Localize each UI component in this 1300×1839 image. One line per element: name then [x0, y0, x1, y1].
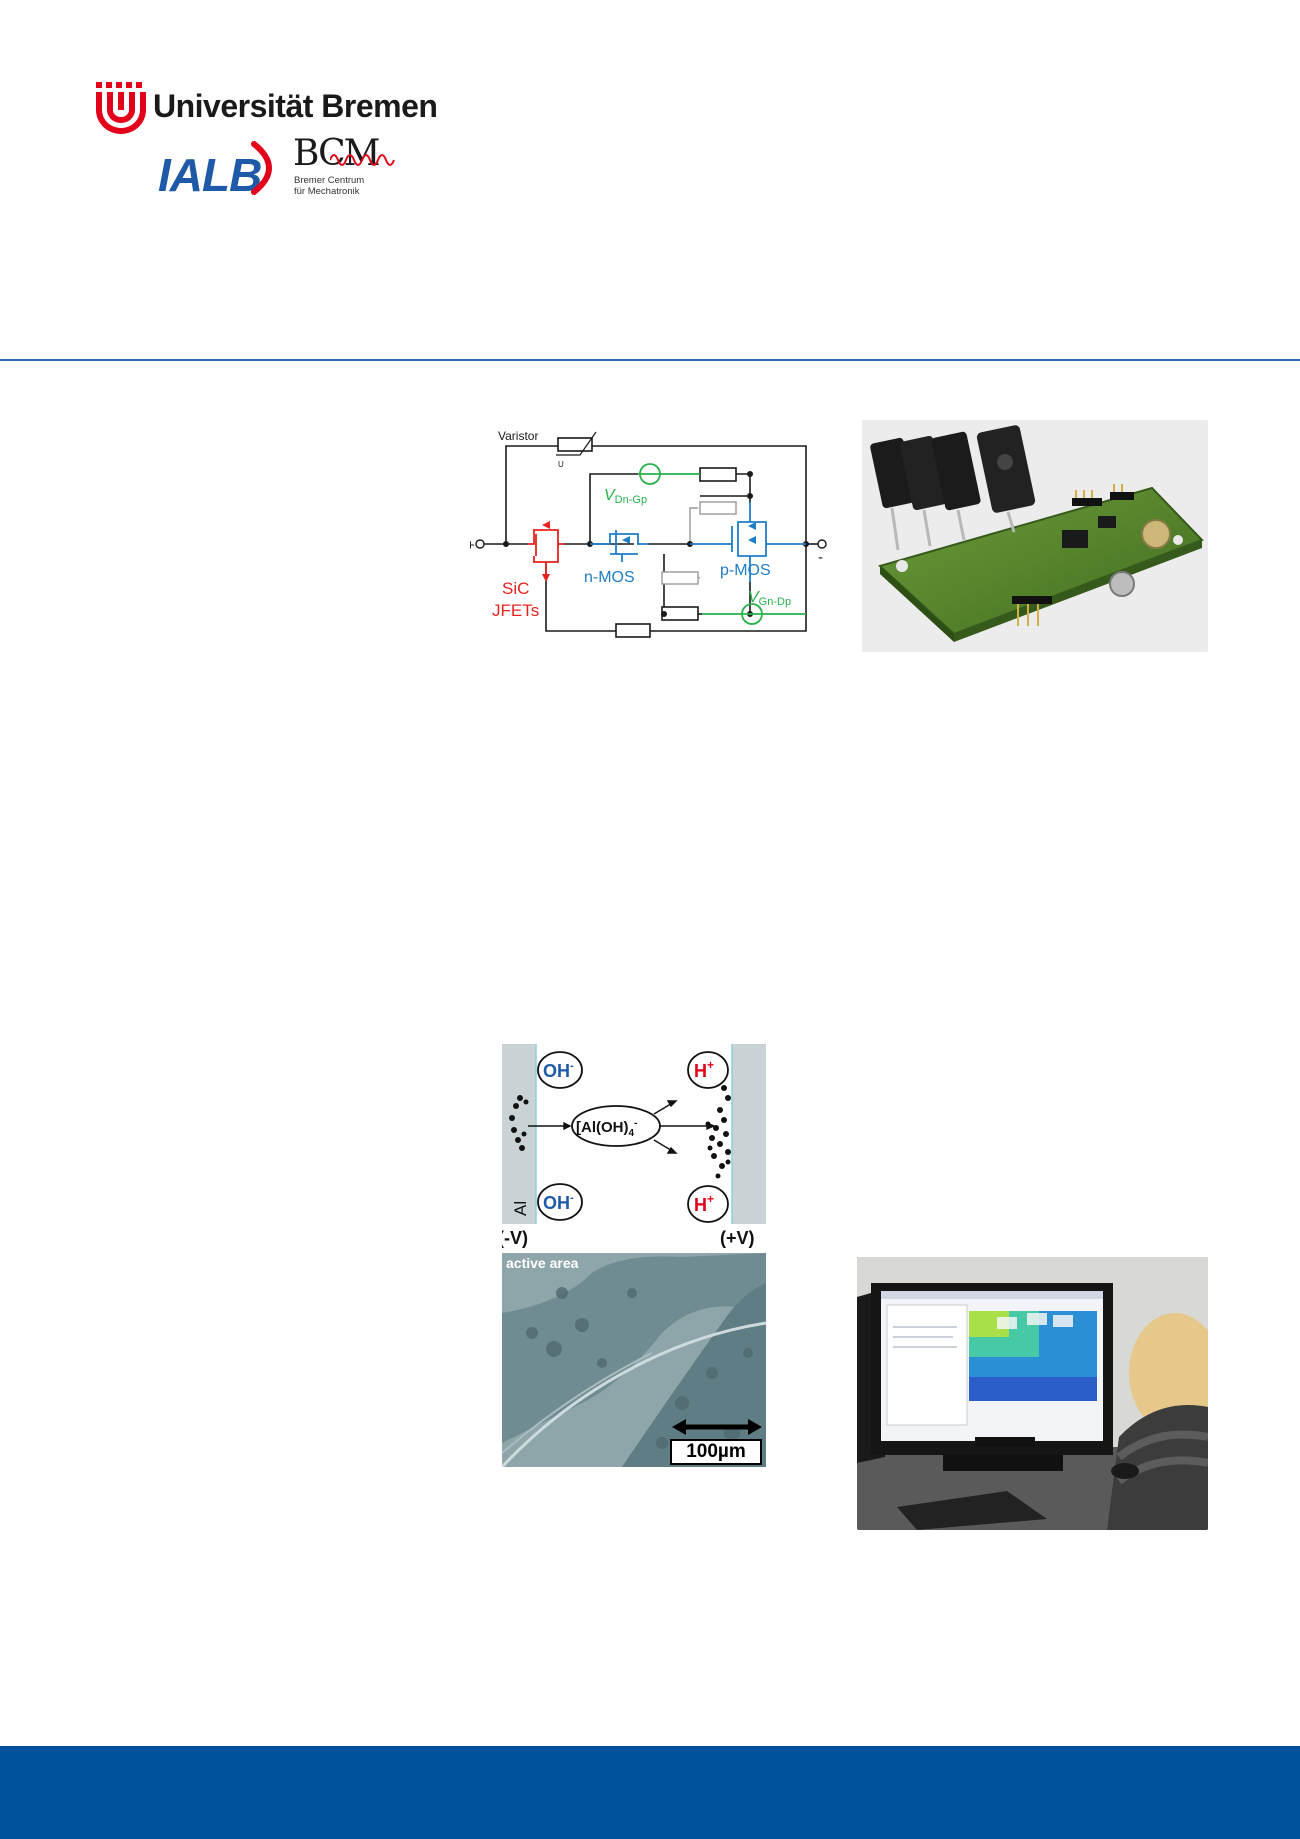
sic-label: SiC — [502, 579, 529, 598]
varistor-label: Varistor — [498, 429, 538, 443]
resistor-grey-upper — [699, 501, 737, 515]
resistor-top — [699, 467, 737, 482]
positive-electrode-label: (+V) — [720, 1228, 755, 1248]
active-area-label: active area — [506, 1255, 579, 1271]
aluminate-complex: [Al(OH)4- — [571, 1105, 661, 1147]
electrochemistry-diagram: OH- H+ OH- H+ [Al(OH)4- Al (-V) (+V) — [502, 1044, 766, 1248]
bcm-subtitle: Bremer Centrum für Mechatronik — [294, 175, 365, 197]
workstation-photo — [857, 1257, 1208, 1530]
workstation-illustration — [857, 1257, 1208, 1530]
svg-text:[Al(OH)4-: [Al(OH)4- — [576, 1118, 637, 1139]
microscope-texture — [502, 1253, 766, 1467]
pcb-illustration — [870, 425, 1204, 642]
microscope-image: active area 100µm — [502, 1253, 766, 1467]
footer-band — [0, 1746, 1300, 1839]
header-logos: Universität Bremen IALB BCM Bremer Centr… — [0, 0, 1300, 360]
resistor-bottom — [615, 623, 651, 638]
plus-terminal: + — [470, 537, 475, 554]
nmos-label: n-MOS — [584, 569, 635, 586]
svg-text:OH-: OH- — [543, 1192, 574, 1213]
u-mark: U — [558, 460, 564, 469]
scale-bar-label: 100µm — [670, 1439, 762, 1465]
v-gn-dp-label: VGn-Dp — [748, 589, 791, 608]
circuit-diagram: Varistor U + - SiC JFETs n-MOS — [470, 429, 827, 638]
varistor-resistor — [557, 437, 593, 452]
svg-text:H+: H+ — [694, 1192, 714, 1215]
al-label: Al — [511, 1201, 530, 1216]
resistor-grey-lower — [661, 571, 699, 585]
h-ion-bottom: H+ — [687, 1185, 729, 1223]
minus-terminal: - — [818, 549, 823, 566]
resistor-mid — [661, 606, 699, 621]
h-ion-top: H+ — [687, 1051, 729, 1089]
oh-ion-top: OH- — [537, 1051, 583, 1089]
svg-text:OH-: OH- — [543, 1060, 574, 1081]
deposit-particles — [509, 1085, 731, 1179]
university-name: Universität Bremen — [153, 88, 438, 124]
transistor-packages — [870, 425, 1036, 551]
jfets-label: JFETs — [492, 601, 539, 620]
ialb-logo-text: IALB — [158, 149, 262, 201]
oh-ion-bottom: OH- — [537, 1183, 583, 1221]
header-divider — [0, 359, 1300, 361]
bcm-logo-text: BCM — [293, 133, 381, 174]
pcb-photo — [862, 420, 1208, 652]
v-dn-gp-label: VDn-Gp — [604, 487, 647, 506]
svg-text:H+: H+ — [694, 1058, 714, 1081]
ialb-red-arc-icon — [251, 141, 272, 195]
pmos-label: p-MOS — [720, 562, 771, 579]
bcm-red-wave-icon — [330, 154, 395, 166]
double-arrow-icon — [672, 1419, 762, 1435]
left-electrode — [502, 1044, 536, 1224]
negative-electrode-label: (-V) — [502, 1228, 528, 1248]
right-electrode — [732, 1044, 766, 1224]
university-bremen-u-logo-icon — [96, 82, 146, 134]
